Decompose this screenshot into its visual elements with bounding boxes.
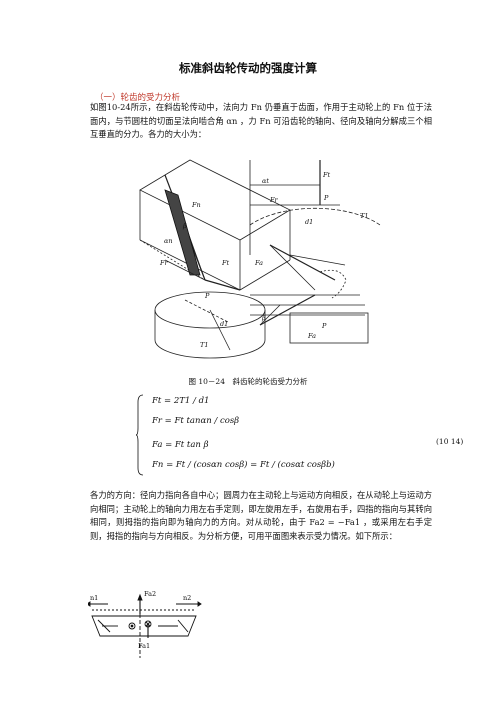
label-fa2: Fa2: [144, 590, 156, 598]
label-alpha-t: αt: [262, 177, 269, 185]
box-top: [139, 159, 291, 241]
plane-force-figure: n1 n2 Fa2 Fa1: [88, 590, 202, 658]
document-title: 标准斜齿轮传动的强度计算: [179, 61, 317, 75]
label-n1: n1: [90, 594, 98, 602]
equation-number: (10 14): [436, 437, 464, 446]
label-beta-bottom: β: [261, 314, 266, 322]
label-fr: Fr: [159, 259, 169, 267]
label-d1: d1: [220, 320, 228, 328]
figure-caption: 图 10－24 斜齿轮的轮齿受力分析: [188, 377, 308, 386]
label-n2: n2: [183, 594, 191, 602]
label-alpha-n: αn: [164, 237, 173, 245]
equation-fa: Fa = Ft tan β: [152, 440, 209, 450]
label-beta: β: [182, 222, 187, 230]
label-fn: Fn: [191, 201, 201, 209]
label-fa1: Fa1: [138, 642, 150, 650]
label-fr-side: Fr: [269, 196, 279, 204]
equation-fn: Fn = Ft / (cosαn cosβ) = Ft / (cosαt cos…: [152, 460, 335, 470]
label-ft: Ft: [221, 259, 230, 267]
label-fa: Fa: [254, 259, 263, 267]
paragraph-directions: 各力的方向：径向力指向各自中心；圆周力在主动轮上与运动方向相反，在从动轮上与运动…: [90, 490, 432, 541]
equation-fr: Fr = Ft tanαn / cosβ: [152, 416, 240, 426]
label-p-bottom: P: [321, 322, 327, 330]
label-fa-side: Fa: [307, 332, 316, 340]
section-heading: （一）轮齿的受力分析: [95, 93, 181, 103]
figure-10-24: Fn Ft Fa Fr P d1 T1 β αn Ft Fr P d1 T1 α…: [139, 159, 381, 359]
label-d1-side: d1: [305, 218, 313, 226]
label-t1: T1: [200, 341, 208, 349]
equation-ft: Ft = 2T1 / d1: [152, 396, 210, 406]
equation-brace: [136, 394, 144, 476]
label-ft-side: Ft: [322, 171, 331, 179]
paragraph-intro: 如图10-24所示，在斜齿轮传动中，法向力 Fn 仍垂直于齿面，作用于主动轮上的…: [90, 102, 432, 140]
label-t1-side: T1: [360, 212, 368, 220]
label-p-side: P: [323, 194, 329, 202]
label-p: P: [204, 292, 210, 300]
